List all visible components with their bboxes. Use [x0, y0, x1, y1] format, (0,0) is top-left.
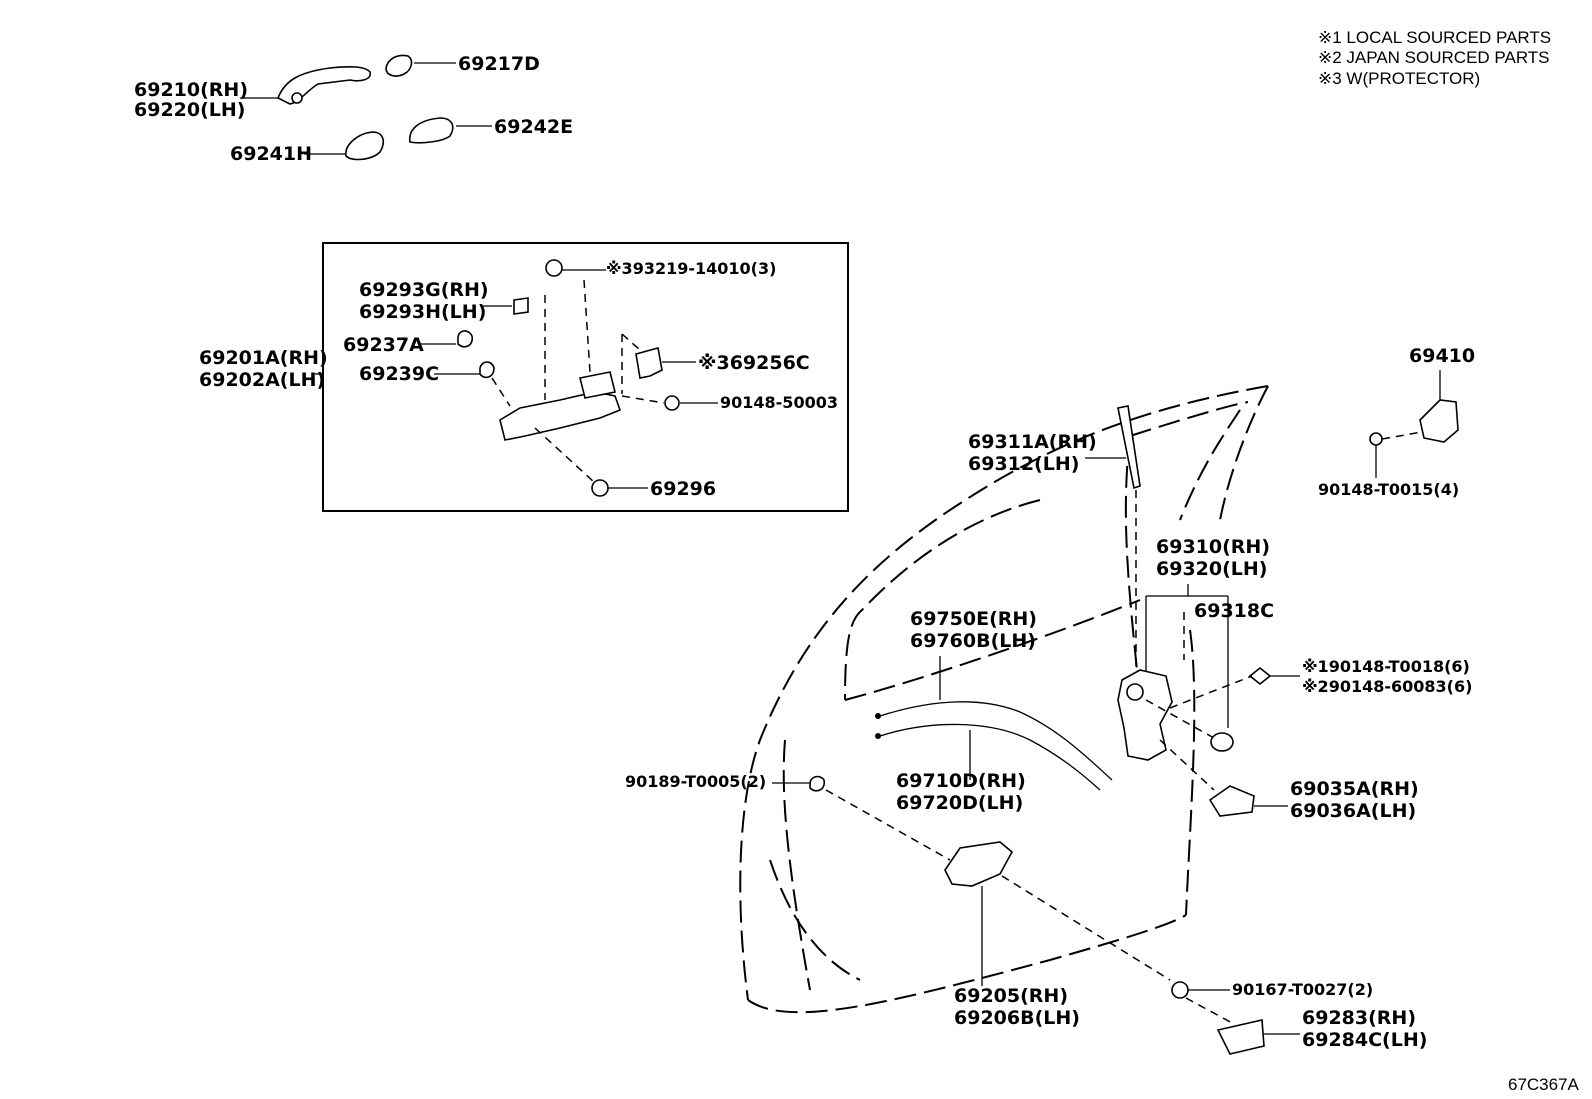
- label-bracket-lh: 69293H(LH): [359, 301, 486, 323]
- protector-bolt: [545, 259, 563, 277]
- protector-c: [635, 346, 663, 379]
- label-cable-upper-lh: 69760B(LH): [910, 630, 1036, 652]
- label-rod-rh: 69311A(RH): [968, 431, 1097, 453]
- lock-cables-group: 69750E(RH) 69760B(LH) 69710D(RH) 69720D(…: [875, 608, 1113, 814]
- label-striker: 69410: [1409, 345, 1475, 367]
- label-screw-69296: 69296: [650, 478, 716, 500]
- handle-bezel: [1216, 1019, 1265, 1055]
- label-cover-rh: 69035A(RH): [1290, 778, 1419, 800]
- label-bracket-rh: 69293G(RH): [359, 279, 489, 301]
- lock-rod: [1117, 405, 1141, 490]
- label-screw-50003: 90148-50003: [720, 393, 838, 412]
- clip-c: [479, 361, 495, 379]
- label-inner-handle-lh: 69206B(LH): [954, 1007, 1080, 1029]
- lock-cover: [1208, 785, 1255, 817]
- label-clip-a: 69237A: [343, 334, 424, 356]
- lock-screw: [1248, 666, 1272, 686]
- cable-upper: [879, 701, 1113, 781]
- handle-cap: [385, 54, 413, 77]
- clip-t0005-group: 90189-T0005(2): [625, 772, 951, 861]
- label-clip-c: 69239C: [359, 363, 439, 385]
- note-protector: ※3 W(PROTECTOR): [1318, 69, 1480, 88]
- label-cable-upper-rh: 69750E(RH): [910, 608, 1037, 630]
- frame-box: [322, 242, 849, 512]
- inside-handle-group: 69205(RH) 69206B(LH) 90167-T0027(2) 6928…: [944, 841, 1427, 1055]
- label-frame-lh: 69202A(LH): [199, 369, 325, 391]
- screw-t0027: [1171, 981, 1189, 999]
- note-japan: ※2 JAPAN SOURCED PARTS: [1318, 48, 1550, 67]
- clip-t0005: [809, 775, 826, 792]
- label-bezel-lh: 69284C(LH): [1302, 1029, 1427, 1051]
- label-bolt-protector: ※393219-14010(3): [606, 259, 776, 278]
- door-outline: [739, 385, 1269, 1014]
- label-inner-handle-rh: 69205(RH): [954, 985, 1068, 1007]
- gasket-rear: [409, 117, 454, 144]
- lock-cap: [1210, 732, 1234, 752]
- label-handle-lh: 69220(LH): [134, 99, 245, 121]
- clip-a: [457, 330, 474, 348]
- cable-lower: [879, 723, 1101, 791]
- label-lock-lh: 69320(LH): [1156, 558, 1267, 580]
- label-protector-c: ※369256C: [698, 352, 810, 374]
- door-lock-group: 69310(RH) 69320(LH) 69318C ※190148-T0018…: [1117, 536, 1472, 822]
- lock-hole: [1126, 683, 1144, 701]
- screw-50003: [664, 395, 680, 411]
- diagram-code: 67C367A: [1508, 1075, 1580, 1094]
- handle-pivot: [291, 92, 303, 104]
- label-lock-rh: 69310(RH): [1156, 536, 1270, 558]
- label-screw-t0027: 90167-T0027(2): [1232, 980, 1373, 999]
- label-lock-screw-2: ※290148-60083(6): [1302, 677, 1472, 696]
- label-frame-rh: 69201A(RH): [199, 347, 328, 369]
- label-rod-lh: 69312(LH): [968, 453, 1079, 475]
- label-cap: 69217D: [458, 53, 540, 75]
- label-handle-rh: 69210(RH): [134, 79, 248, 101]
- label-clip-t0005: 90189-T0005(2): [625, 772, 766, 791]
- label-bezel-rh: 69283(RH): [1302, 1007, 1416, 1029]
- note-local: ※1 LOCAL SOURCED PARTS: [1318, 28, 1551, 47]
- label-striker-screw: 90148-T0015(4): [1318, 480, 1459, 499]
- label-cable-lower-lh: 69720D(LH): [896, 792, 1023, 814]
- label-lock-cap: 69318C: [1194, 600, 1274, 622]
- inside-handle: [944, 841, 1014, 887]
- frame-assembly-box: 69201A(RH) 69202A(LH) ※393219-14010(3) 6…: [199, 242, 849, 512]
- label-lock-screw-1: ※190148-T0018(6): [1302, 657, 1470, 676]
- door-handle-frame: [499, 391, 622, 441]
- legend-notes: ※1 LOCAL SOURCED PARTS ※2 JAPAN SOURCED …: [1318, 28, 1551, 88]
- screw-69296: [591, 479, 609, 497]
- outside-handle-group: 69210(RH) 69220(LH) 69217D 69241H 69242E: [134, 53, 573, 165]
- door-striker: [1419, 399, 1459, 443]
- label-gasket-front: 69241H: [230, 143, 312, 165]
- gasket-front: [345, 131, 385, 161]
- lock-rod-group: 69311A(RH) 69312(LH): [968, 405, 1141, 668]
- striker-group: 69410 90148-T0015(4): [1318, 345, 1475, 499]
- label-cover-lh: 69036A(LH): [1290, 800, 1416, 822]
- frame-bracket-top: [579, 371, 616, 399]
- frame-bracket: [513, 297, 529, 315]
- label-gasket-rear: 69242E: [494, 116, 573, 138]
- door-lock-assembly: [1117, 669, 1173, 761]
- striker-screw: [1369, 432, 1383, 446]
- label-cable-lower-rh: 69710D(RH): [896, 770, 1026, 792]
